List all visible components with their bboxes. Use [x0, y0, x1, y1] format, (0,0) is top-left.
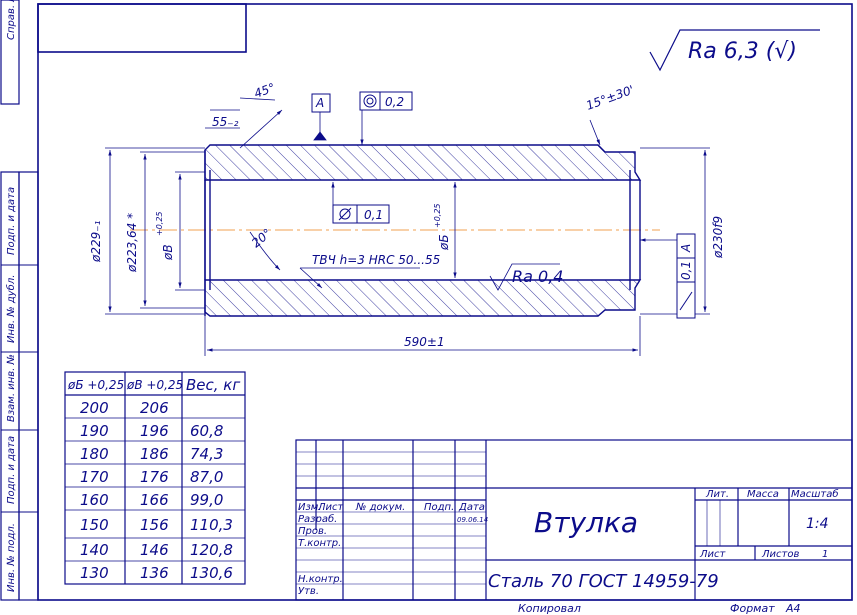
side-stamp-0: Справ. №	[6, 0, 17, 40]
dim-223: ø223,64 *	[125, 213, 139, 273]
table-row: 60,8	[190, 422, 223, 440]
runout-tolerance: 0,1	[679, 261, 693, 280]
table-row: 170	[80, 468, 109, 486]
tb-col-doc: № докум.	[355, 502, 405, 513]
table-row: 130,6	[190, 564, 233, 582]
table-row: 156	[140, 516, 169, 534]
dim-229: ø229₋₁	[89, 220, 103, 263]
coaxiality-tolerance: 0,2	[385, 95, 404, 109]
table-row: 140	[80, 541, 109, 559]
hardening-note: ТВЧ h=3 HRC 50...55	[312, 253, 440, 267]
table-row: 110,3	[190, 516, 233, 534]
tolerance-frames	[311, 91, 696, 319]
dimension-lines	[105, 97, 710, 356]
table-row: 190	[80, 422, 109, 440]
datum-letter: A	[315, 96, 324, 110]
dim-A: øБ	[437, 234, 451, 251]
tb-mass: Масса	[747, 489, 779, 500]
tb-row-razrab: Разраб.	[298, 513, 337, 525]
footer-format-label: Формат	[730, 602, 775, 615]
table-header-1: øВ +0,25	[126, 378, 183, 392]
table-row: 186	[140, 445, 169, 463]
table-row: 74,3	[190, 445, 223, 463]
table-row: 136	[140, 564, 169, 582]
table-row: 160	[80, 491, 109, 509]
tb-scale-value: 1:4	[806, 516, 829, 532]
tb-col-list: Лист	[317, 502, 345, 513]
part-name: Втулка	[534, 506, 638, 539]
chamfer-right: 15°±30'	[584, 83, 636, 113]
size-table: øБ +0,25 øВ +0,25 Вес, кг 200 206 190 19…	[64, 371, 246, 585]
table-row: 99,0	[190, 491, 223, 509]
tb-row-prov: Пров.	[298, 526, 327, 537]
side-stamp-5: Инв. № подл.	[6, 523, 17, 592]
dim-230: ø230f9	[711, 216, 725, 259]
table-row: 146	[140, 541, 169, 559]
chamfer-angle: 45°	[252, 80, 277, 100]
table-header-2: Вес, кг	[186, 376, 240, 394]
tb-sheets-value: 1	[822, 549, 828, 560]
roughness-general-text: Ra 6,3 (√)	[688, 39, 797, 64]
title-block: Изм. Лист № докум. Подп. Дата 09.06.14 Р…	[295, 439, 853, 601]
footer-copied: Копировал	[518, 602, 581, 615]
tb-row-tkontr: Т.контр.	[298, 538, 341, 549]
dim-B-tol: +0,25	[155, 211, 164, 236]
tb-col-data: Дата	[458, 502, 485, 513]
table-row: 176	[140, 468, 169, 486]
roughness-bore: Ra 0,4	[512, 267, 563, 286]
tb-col-izm: Изм.	[298, 502, 322, 513]
table-row: 196	[140, 422, 169, 440]
table-row: 206	[140, 399, 169, 417]
tb-scale: Масштаб	[791, 488, 839, 500]
side-stamp-2: Инв. № дубл.	[5, 275, 17, 343]
part-section	[130, 144, 660, 317]
tb-row-nkontr: Н.контр.	[298, 574, 343, 585]
dim-B: øB	[161, 244, 175, 261]
table-row: 130	[80, 564, 109, 582]
tb-date-value: 09.06.14	[457, 516, 488, 524]
side-stamp-1: Подп. и дата	[6, 187, 17, 255]
footer-format-value: A4	[785, 602, 801, 615]
tb-sheets: Листов	[761, 549, 799, 560]
side-stamp-3: Взам. инв. №	[6, 354, 17, 422]
chamfer-length: 55₋₂	[212, 115, 239, 129]
table-row: 166	[140, 491, 169, 509]
table-row: 120,8	[190, 541, 233, 559]
side-stamp-4: Подп. и дата	[6, 436, 17, 504]
table-row: 87,0	[190, 468, 223, 486]
table-header-0: øБ +0,25	[67, 378, 124, 392]
tb-sheet: Лист	[699, 549, 727, 560]
roughness-general: Ra 6,3 (√)	[649, 29, 820, 72]
tb-lit: Лит.	[705, 489, 729, 500]
tb-col-podp: Подп.	[424, 502, 454, 513]
runout-datum: A	[679, 244, 693, 253]
dim-A-tol: +0,25	[433, 203, 442, 228]
material: Сталь 70 ГОСТ 14959-79	[488, 571, 719, 592]
side-stamps: Справ. № Подп. и дата Инв. № дубл. Взам.…	[5, 0, 17, 592]
tb-row-utv: Утв.	[298, 586, 319, 597]
footer: Копировал Формат A4	[518, 602, 801, 615]
table-row: 180	[80, 445, 109, 463]
dim-length: 590±1	[404, 335, 445, 349]
table-row: 200	[80, 399, 109, 417]
cylindricity-tolerance: 0,1	[364, 208, 383, 222]
table-row: 150	[80, 516, 109, 534]
